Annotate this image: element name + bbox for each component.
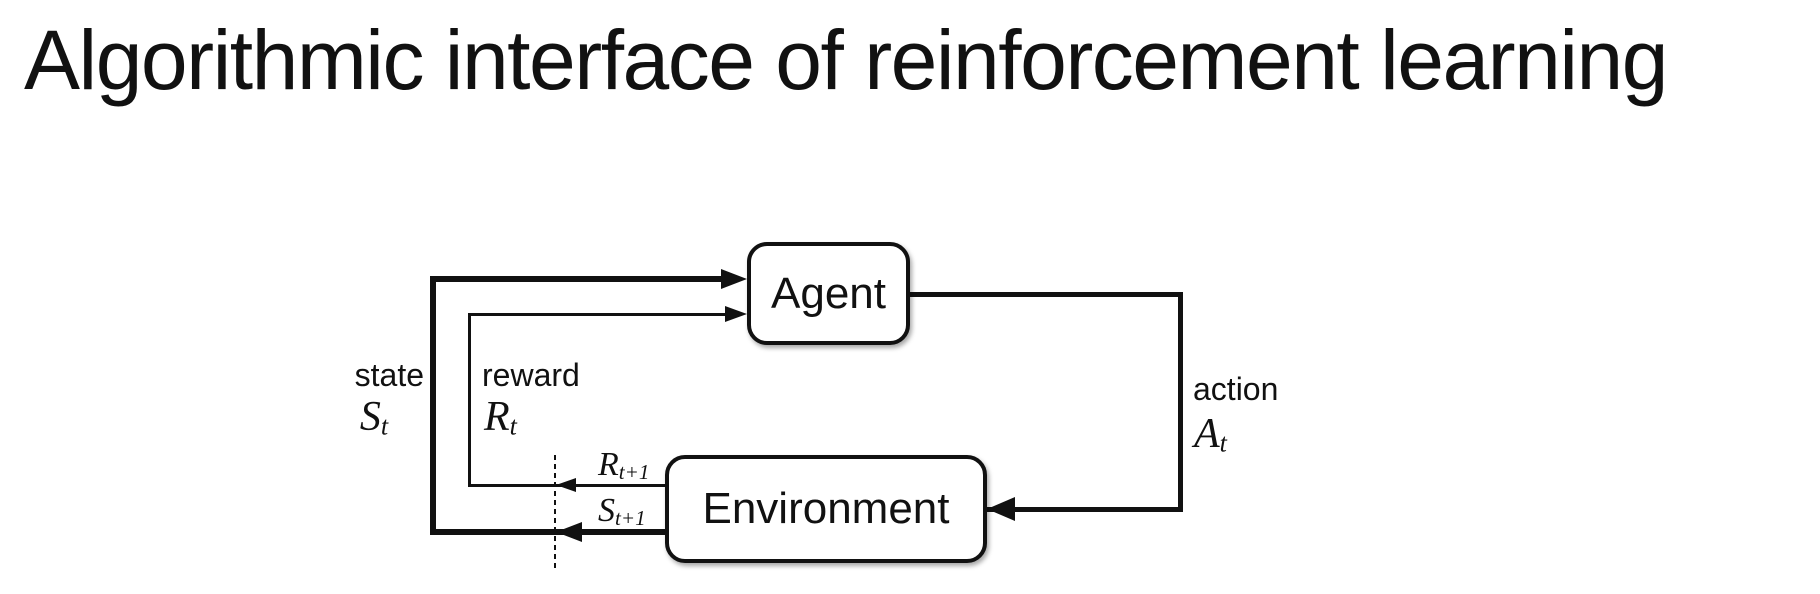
next-reward-symbol-letter: R — [598, 446, 619, 483]
action-line-bottom — [987, 507, 1183, 512]
next-reward-symbol: Rt+1 — [598, 448, 649, 483]
state-line-bottom — [430, 529, 667, 535]
agent-box: Agent — [747, 242, 910, 345]
reward-symbol: Rt — [484, 396, 517, 440]
reward-symbol-subscript: t — [509, 411, 517, 441]
state-line-left — [430, 276, 436, 535]
next-state-symbol-letter: S — [598, 492, 615, 529]
action-symbol-subscript: t — [1219, 428, 1227, 458]
action-arrowhead-icon — [987, 497, 1015, 521]
next-state-symbol-subscript: t+1 — [615, 505, 646, 530]
next-state-symbol: St+1 — [598, 494, 646, 529]
reward-word-label: reward — [482, 357, 580, 393]
reward-line-top — [468, 313, 725, 316]
next-reward-symbol-subscript: t+1 — [618, 459, 650, 484]
environment-label: Environment — [702, 484, 950, 533]
agent-label: Agent — [771, 268, 886, 318]
action-line-top — [910, 292, 1183, 297]
state-symbol: St — [340, 396, 408, 440]
reward-line-left — [468, 313, 471, 487]
state-line-top — [430, 276, 723, 282]
time-step-dashed-line — [554, 455, 556, 572]
reward-symbol-letter: R — [484, 394, 510, 440]
action-symbol: At — [1194, 413, 1227, 457]
action-line-right — [1178, 292, 1183, 512]
environment-box: Environment — [665, 455, 987, 563]
state-symbol-subscript: t — [380, 411, 389, 441]
state-word-label: state — [354, 357, 424, 393]
next-reward-arrowhead-icon — [556, 478, 576, 492]
slide-title: Algorithmic interface of reinforcement l… — [24, 13, 1668, 107]
next-state-arrowhead-icon — [556, 522, 582, 542]
action-word-label: action — [1193, 371, 1279, 407]
state-symbol-letter: S — [359, 394, 381, 440]
action-symbol-letter: A — [1194, 411, 1220, 457]
state-arrowhead-icon — [721, 269, 747, 289]
reward-arrowhead-icon — [725, 306, 747, 322]
